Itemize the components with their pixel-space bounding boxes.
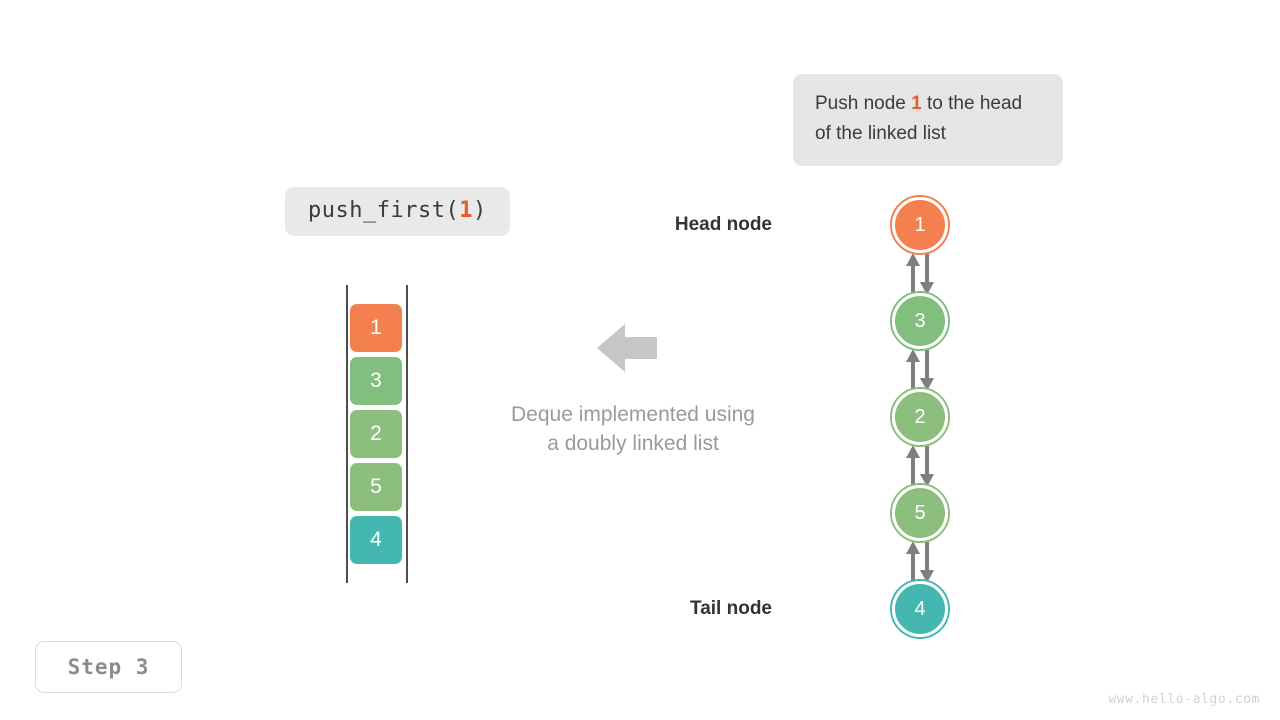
deque-cell: 3 (350, 357, 402, 405)
linked-list-node-ring (890, 483, 950, 543)
step-badge: Step 3 (35, 641, 182, 693)
head-node-label: Head node (674, 214, 772, 235)
operation-name: push_first( (308, 198, 460, 223)
flow-arrow-left-icon (597, 322, 657, 379)
deque-cell: 4 (350, 516, 402, 564)
deque-cell: 2 (350, 410, 402, 458)
linked-list-node: 2 (892, 389, 948, 445)
deque-cell: 1 (350, 304, 402, 352)
linked-list-node-ring (890, 579, 950, 639)
linked-list-node-ring (890, 195, 950, 255)
linked-list-node-ring (890, 291, 950, 351)
linked-list-node: 4 (892, 581, 948, 637)
linked-list-node-value: 4 (914, 597, 926, 620)
linked-list-edge (892, 253, 948, 295)
deque-cell-value: 2 (370, 422, 382, 445)
operation-label: push_first(1) (285, 187, 510, 236)
operation-argument: 1 (459, 198, 473, 223)
deque-cell-value: 4 (370, 528, 382, 551)
linked-list-container: Head node Tail node 1 3 2 5 4 (675, 180, 1020, 650)
callout-highlight-value: 1 (911, 93, 922, 114)
linked-list-node-value: 2 (914, 405, 926, 428)
deque-cell: 5 (350, 463, 402, 511)
caption-line-2: a doubly linked list (547, 432, 719, 455)
diagram-caption: Deque implemented using a doubly linked … (433, 400, 833, 458)
watermark: www.hello-algo.com (1108, 692, 1260, 707)
linked-list-edge (892, 445, 948, 487)
callout-text-after: to the head of the linked list (815, 93, 1023, 144)
linked-list-node: 5 (892, 485, 948, 541)
linked-list-edge (892, 349, 948, 391)
deque-cell-value: 3 (370, 369, 382, 392)
deque-rail-left (346, 285, 348, 583)
operation-paren-close: ) (472, 198, 487, 223)
linked-list-node: 3 (892, 293, 948, 349)
linked-list-node-value: 5 (914, 501, 926, 524)
linked-list-node-ring (890, 387, 950, 447)
deque-cell-list: 1 3 2 5 4 (350, 304, 402, 569)
deque-cell-value: 5 (370, 475, 382, 498)
deque-container: 1 3 2 5 4 (346, 285, 408, 583)
deque-rail-right (406, 285, 408, 583)
linked-list-node: 1 (892, 197, 948, 253)
callout-text-before: Push node (815, 93, 912, 114)
callout-box: Push node 1 to the head of the linked li… (793, 74, 1063, 166)
tail-node-label: Tail node (690, 598, 772, 619)
deque-cell-value: 1 (370, 316, 382, 339)
linked-list-edge (892, 541, 948, 583)
linked-list-node-value: 3 (914, 309, 926, 332)
linked-list-node-value: 1 (914, 213, 926, 236)
caption-line-1: Deque implemented using (511, 403, 755, 426)
